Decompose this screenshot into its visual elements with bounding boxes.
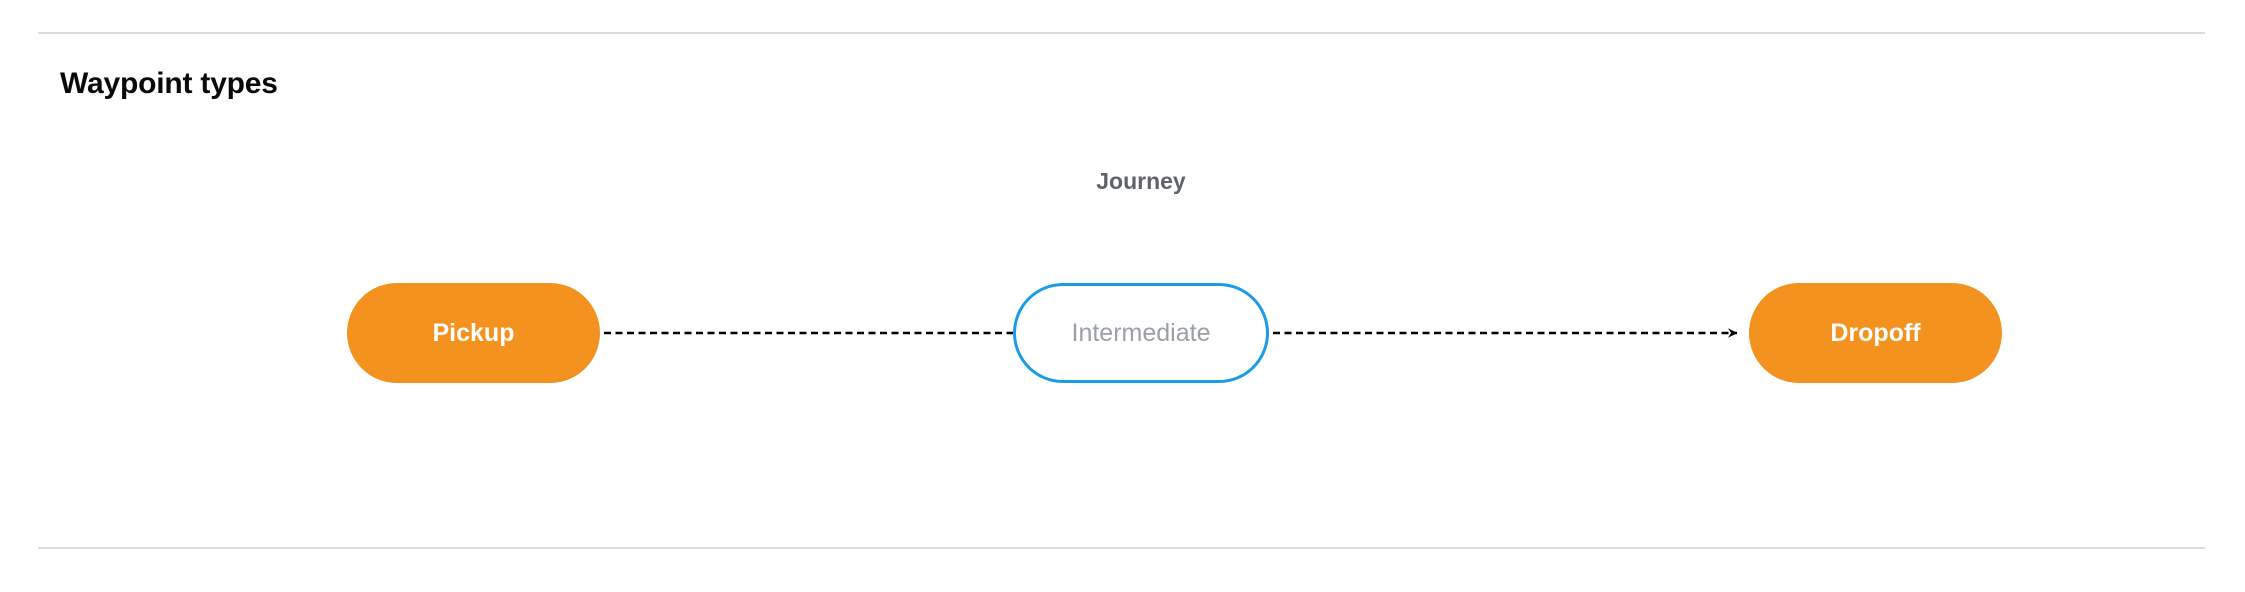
waypoint-node-intermediate-label: Intermediate <box>1071 318 1211 347</box>
waypoint-node-intermediate[interactable]: Intermediate <box>1013 283 1269 383</box>
page-title: Waypoint types <box>60 67 278 100</box>
waypoint-node-pickup-label: Pickup <box>432 318 515 347</box>
waypoint-node-pickup[interactable]: Pickup <box>347 283 600 383</box>
waypoint-node-dropoff-label: Dropoff <box>1830 318 1921 347</box>
section-divider-bottom <box>38 547 2205 549</box>
section-divider-top <box>38 32 2205 34</box>
journey-group-label: Journey <box>1096 168 1186 194</box>
waypoint-node-dropoff[interactable]: Dropoff <box>1749 283 2002 383</box>
